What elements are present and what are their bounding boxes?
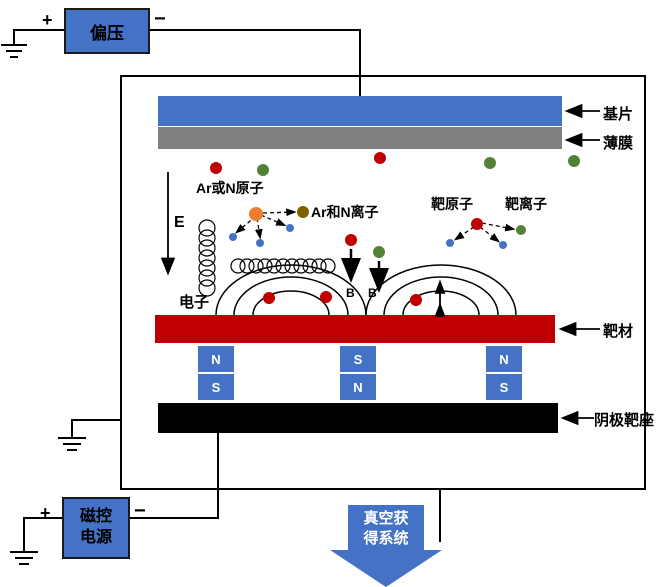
- bias-supply-box: 偏压: [64, 8, 150, 54]
- cathode-label: 阴极靶座: [594, 412, 655, 429]
- ar-ion-label: Ar和N离子: [311, 204, 379, 220]
- thin-film-bar: [158, 127, 562, 149]
- vacuum-system-arrow: [330, 505, 442, 587]
- electron-spiral-horizontal: [230, 258, 336, 274]
- ground-symbol-top: [1, 44, 27, 58]
- ground-symbol-middle: [58, 437, 86, 451]
- chamber-ground-wiring: [71, 419, 120, 438]
- magnet-pole-label: N: [486, 346, 522, 372]
- magnet-pole-label: S: [486, 374, 522, 400]
- substrate-label: 基片: [603, 106, 634, 123]
- magnetron-supply-box: 磁控电源: [62, 497, 130, 559]
- magnet-pole-label: S: [340, 346, 376, 372]
- bias-plus-sign: +: [42, 10, 53, 30]
- vacuum-chamber: [120, 75, 646, 490]
- magnet-pole-label: N: [340, 374, 376, 400]
- electron-spiral-vertical: [198, 219, 216, 297]
- magnetron-wiring: [23, 433, 219, 552]
- callout-arrows: [558, 103, 600, 426]
- magnet-middle: S N: [340, 346, 376, 400]
- cathode-holder-bar: [158, 403, 558, 433]
- ion-bombardment-arrows: [341, 249, 389, 293]
- magnet-pole-label: S: [198, 374, 234, 400]
- magnet-right: N S: [486, 346, 522, 400]
- magnetron-supply-label: 磁控电源: [79, 508, 112, 546]
- vacuum-system-label: 真空获得系统: [363, 510, 409, 548]
- b-field-label-right: B: [368, 286, 377, 300]
- film-label: 薄膜: [603, 135, 634, 152]
- target-atom-label: 靶原子: [431, 196, 473, 212]
- magnetic-field-lines: [215, 264, 517, 316]
- ar-atom-label: Ar或N原子: [196, 180, 264, 196]
- bias-wiring: [13, 29, 361, 96]
- ground-symbol-bottom: [10, 551, 38, 565]
- e-field-label: E: [174, 214, 185, 231]
- b-field-label-left: B: [346, 286, 355, 300]
- electron-label: 电子: [179, 294, 210, 311]
- target-label: 靶材: [603, 323, 634, 340]
- magnet-pole-label: N: [198, 346, 234, 372]
- bias-supply-label: 偏压: [90, 23, 124, 43]
- target-bar: [155, 315, 555, 343]
- magnetron-minus-sign: −: [134, 500, 146, 522]
- bias-minus-sign: −: [154, 8, 166, 30]
- substrate-bar: [158, 96, 562, 126]
- target-ion-label: 靶离子: [505, 196, 547, 212]
- magnet-left: N S: [198, 346, 234, 400]
- magnetron-plus-sign: +: [40, 503, 51, 523]
